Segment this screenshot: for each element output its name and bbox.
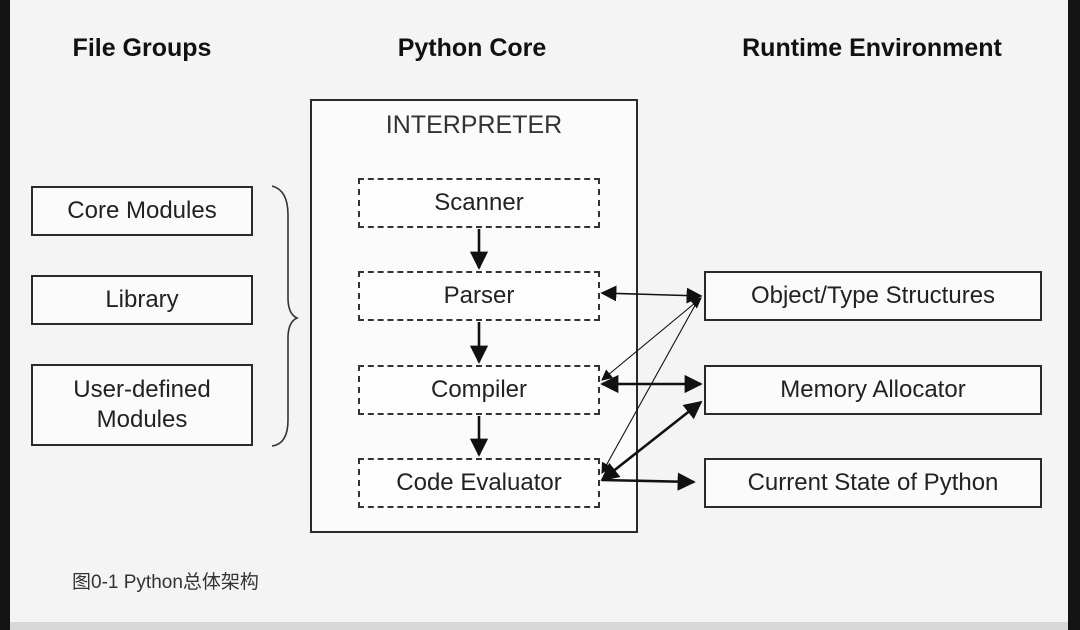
evaluator-current-state-arrow (601, 472, 696, 491)
object-type-structures-box: Object/Type Structures (704, 271, 1042, 321)
parser-object-arrow (600, 285, 703, 304)
core-modules-box: Core Modules (31, 186, 253, 236)
file-groups-brace (271, 185, 299, 447)
code-evaluator-box: Code Evaluator (358, 458, 600, 508)
memory-allocator-box: Memory Allocator (704, 365, 1042, 415)
figure-caption: 图0-1 Python总体架构 (72, 572, 259, 593)
compiler-box: Compiler (358, 365, 600, 415)
column-heading-file-groups: File Groups (72, 34, 212, 62)
compiler-object-arrow (601, 297, 702, 381)
column-heading-python-core: Python Core (397, 34, 547, 62)
scanner-box: Scanner (358, 178, 600, 228)
user-defined-modules-box: User-defined Modules (31, 364, 253, 446)
current-state-of-python-box: Current State of Python (704, 458, 1042, 508)
evaluator-object-arrow (601, 299, 699, 474)
page-bottom-strip (10, 622, 1068, 630)
diagram-frame: File Groups Python Core Runtime Environm… (10, 0, 1068, 622)
parser-box: Parser (358, 271, 600, 321)
column-heading-runtime-environment: Runtime Environment (742, 34, 1002, 62)
interpreter-label: INTERPRETER (385, 111, 563, 139)
evaluator-memory-arrow (600, 400, 703, 482)
library-box: Library (31, 275, 253, 325)
connectors (271, 185, 703, 491)
